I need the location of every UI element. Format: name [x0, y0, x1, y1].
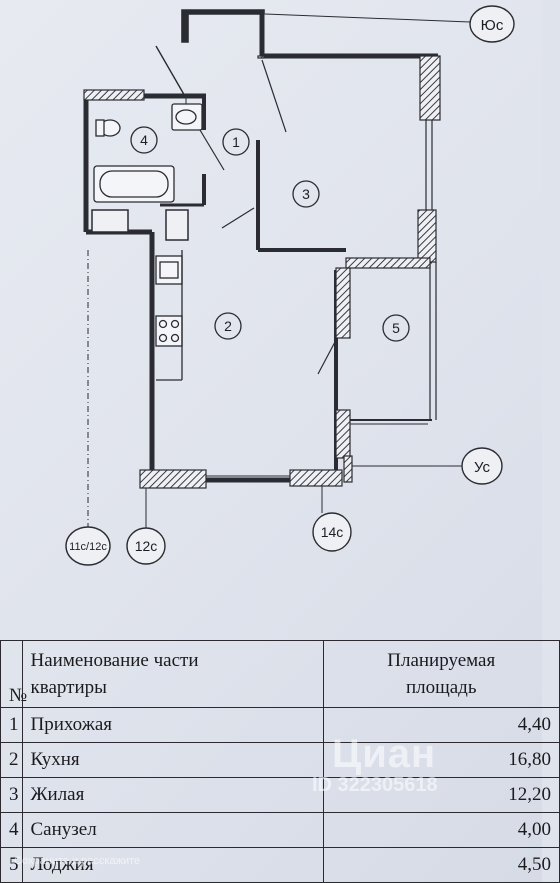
door-room3 — [261, 59, 287, 133]
room-number-5: 5 — [392, 320, 400, 336]
row-number: 3 — [0, 777, 23, 813]
area-table-wrap: № Наименование части квартиры Планируема… — [0, 640, 560, 883]
header-name-line2: квартиры — [30, 677, 107, 698]
row-area: 4,00 — [322, 812, 560, 848]
axis-label-14: 14с — [321, 524, 344, 540]
door-loggia — [317, 339, 337, 375]
room-number-2: 2 — [224, 318, 232, 334]
area-table: № Наименование части квартиры Планируема… — [0, 640, 560, 883]
table-header-row: № Наименование части квартиры Планируема… — [0, 640, 560, 708]
header-name: Наименование части квартиры — [21, 640, 324, 708]
wall-hatch-east-mid — [417, 209, 437, 263]
wall-hatch-window-right — [289, 469, 343, 487]
table-row: 5 Лоджия 4,50 — [0, 847, 560, 883]
wall-top-stub — [181, 9, 265, 43]
room-number-3: 3 — [302, 186, 310, 202]
table-row: 2 Кухня 16,80 — [0, 742, 560, 778]
door-entry — [221, 207, 255, 229]
header-number: № — [0, 640, 27, 708]
row-number: 1 — [0, 707, 23, 743]
table-row: 3 Жилая 12,20 — [0, 777, 560, 813]
source-caption: Сохраните и расскажите — [14, 855, 141, 867]
axis-label-yu: Юс — [481, 17, 504, 34]
row-name: Кухня — [21, 742, 324, 778]
axis-bubble-yu — [469, 5, 515, 43]
row-area: 16,80 — [322, 742, 560, 778]
header-area-line2: площадь — [405, 677, 477, 698]
axis-bubble-12 — [126, 527, 166, 565]
header-area: Планируемая площадь — [322, 640, 560, 708]
row-number: 4 — [0, 812, 23, 848]
wall-hatch-window-left — [139, 469, 207, 489]
row-name: Санузел — [21, 812, 324, 848]
row-number: 2 — [0, 742, 23, 778]
axis-bubble-14 — [312, 512, 352, 552]
axis-label-11-12: 11с/12с — [69, 541, 107, 553]
axis-label-u: Ус — [474, 459, 491, 476]
axis-line-yu — [264, 13, 471, 23]
table-row: 4 Санузел 4,00 — [0, 812, 560, 848]
stove-icon — [155, 315, 183, 347]
row-area: 4,40 — [322, 707, 560, 743]
wall-hatch-east-top — [419, 55, 441, 121]
row-area: 4,50 — [322, 847, 560, 883]
row-name: Прихожая — [21, 707, 324, 743]
axis-bubble-u — [461, 447, 503, 485]
row-name: Жилая — [21, 777, 324, 813]
floor-plan: 1 2 3 4 5 Юс Ус 11с/12с 12с 14с — [65, 5, 515, 566]
row-name: Лоджия — [21, 847, 324, 883]
header-area-line1: Планируемая — [387, 650, 496, 671]
axis-label-12: 12с — [135, 538, 158, 554]
door-bath — [199, 129, 225, 171]
table-row: 1 Прихожая 4,40 — [0, 707, 560, 743]
room-number-4: 4 — [140, 132, 148, 148]
header-name-line1: Наименование части — [30, 650, 199, 671]
room-number-1: 1 — [232, 134, 240, 150]
row-area: 12,20 — [322, 777, 560, 813]
axis-bubble-11-12 — [65, 526, 111, 566]
